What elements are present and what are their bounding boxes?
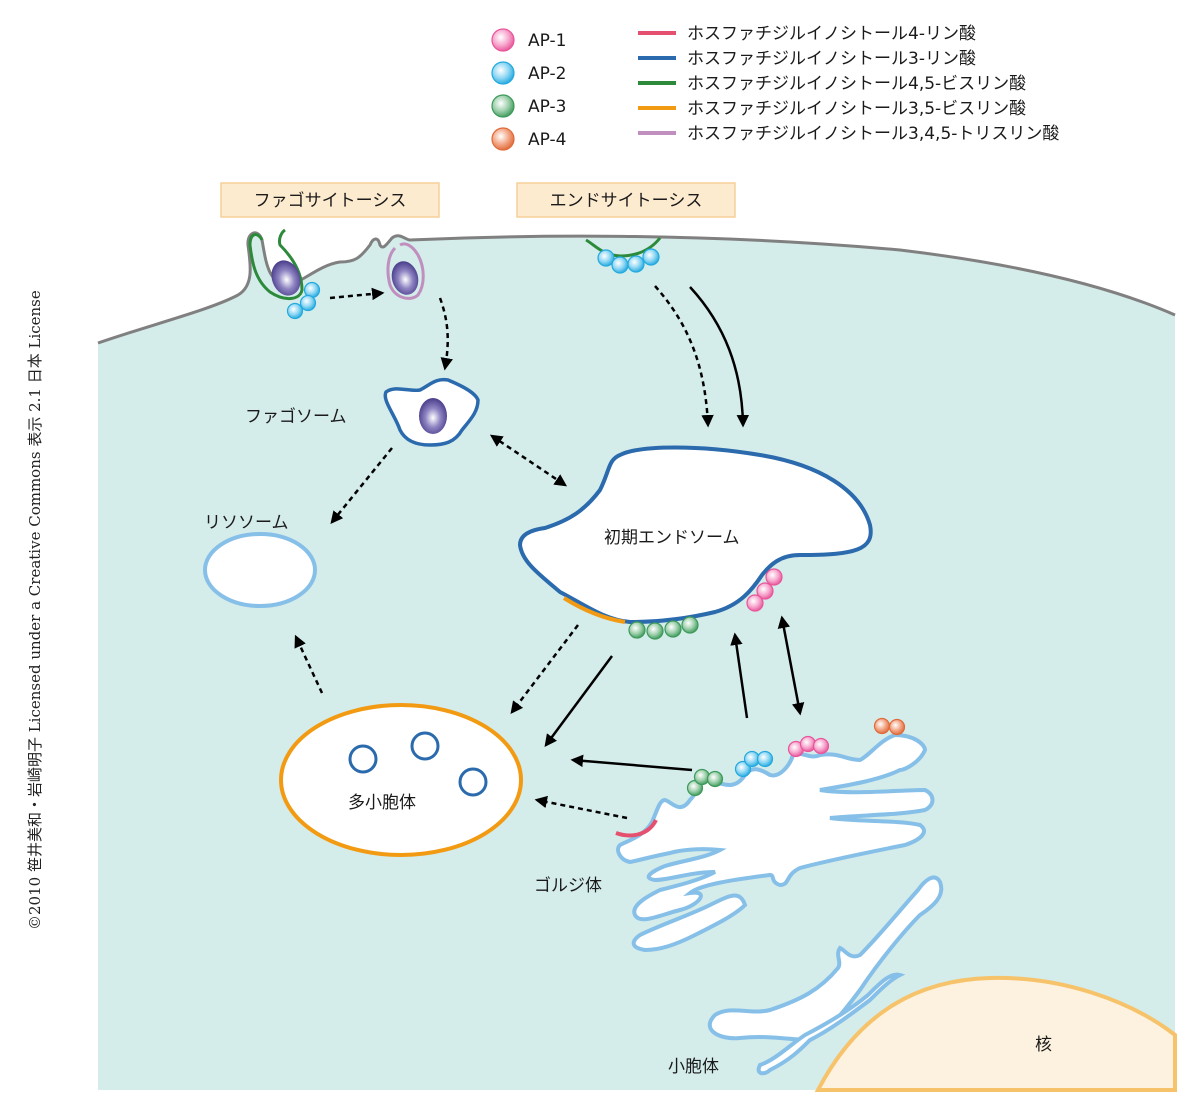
arrow-golgi-mvb-dashed (534, 795, 628, 820)
arrow-golgi-endosome (730, 632, 749, 719)
arrow-golgi-mvb-solid (570, 754, 693, 772)
legend-ap1-swatch (491, 28, 515, 52)
nascent-phagosome-cargo (391, 261, 419, 295)
cytoplasm (98, 232, 1175, 1090)
lysosome-label: リソソーム (204, 513, 289, 533)
phagosome-cargo (419, 398, 447, 434)
arrow-nascent-to-phagosome (438, 297, 453, 371)
multivesicular-body-label: 多小胞体 (348, 793, 416, 813)
legend-pi345p3-label: ホスファチジルイノシトール3,4,5-トリスリン酸 (687, 124, 1059, 144)
endocytosis-label: エンドサイトーシス (550, 191, 703, 211)
legend-ap3-label: AP-3 (528, 97, 566, 117)
legend: AP-1AP-2AP-3AP-4 ホスファチジルイノシトール4-リン酸ホスファチ… (491, 24, 1059, 151)
clathrin-pit-pi45p2 (585, 237, 662, 258)
arrow-mvb-lysosome (294, 634, 324, 694)
legend-ap4-swatch (491, 127, 515, 151)
endoplasmic-reticulum (707, 875, 944, 1076)
arrow-endosome-mvb-dashed (510, 624, 579, 714)
legend-ap2-swatch (491, 61, 515, 85)
golgi-ap3-cluster (686, 768, 724, 797)
nucleus (814, 975, 1177, 1092)
early-endosome (517, 445, 873, 625)
intraluminal-vesicles (348, 731, 488, 797)
golgi-label: ゴルジ体 (534, 875, 602, 896)
golgi-apparatus (616, 732, 935, 953)
arrow-endocytosis-solid (689, 286, 750, 428)
legend-pi35p2-label: ホスファチジルイノシトール3,5-ビスリン酸 (687, 99, 1026, 119)
legend-pi4p-label: ホスファチジルイノシトール4-リン酸 (687, 24, 976, 44)
phagocytosis-label-box: ファゴサイトーシス (220, 182, 440, 218)
golgi-ap1-cluster (787, 735, 830, 758)
phagocytosis-ap2-cluster (286, 281, 321, 320)
legend-ap2-label: AP-2 (528, 64, 566, 84)
legend-lipids: ホスファチジルイノシトール4-リン酸ホスファチジルイノシトール3-リン酸ホスファ… (638, 24, 1059, 144)
nascent-phagosome-pi345p3 (386, 242, 425, 300)
legend-adaptors: AP-1AP-2AP-3AP-4 (491, 28, 566, 151)
arrow-phagosome-lysosome (330, 447, 393, 524)
legend-ap4-label: AP-4 (528, 130, 566, 150)
legend-pi45p2-label: ホスファチジルイノシトール4,5-ビスリン酸 (687, 74, 1026, 94)
arrow-endocytosis-dashed (654, 285, 714, 428)
legend-ap1-label: AP-1 (528, 31, 566, 51)
er-label: 小胞体 (668, 1057, 719, 1077)
golgi-ap2-cluster (734, 750, 774, 778)
early-endosome-pi35p2-segment (562, 596, 626, 624)
phagosome-label: ファゴソーム (245, 406, 347, 427)
lysosome (203, 532, 317, 608)
copyright-credit: ©2010 笹井美和・岩崎明子 Licensed under a Creativ… (26, 290, 44, 930)
phagocytic-cup-pi45p2 (248, 228, 304, 300)
multivesicular-body (279, 703, 523, 857)
golgi-ap4-cluster (873, 717, 906, 736)
plasma-membrane (97, 231, 1176, 345)
endosome-ap1-cluster (746, 568, 783, 612)
golgi-pi4p-segment (615, 818, 658, 838)
phagocytosis-label: ファゴサイトーシス (254, 190, 407, 211)
phagocytic-cargo (271, 260, 301, 296)
arrow-endosome-golgi (777, 615, 805, 716)
endosome-ap3-cluster (628, 616, 699, 640)
early-endosome-label: 初期エンドソーム (604, 528, 740, 548)
arrow-phagosome-endosome (489, 434, 568, 487)
nucleus-label: 核 (1035, 1035, 1052, 1055)
legend-pi3p-label: ホスファチジルイノシトール3-リン酸 (687, 49, 976, 69)
endocytosis-ap2-cluster (597, 248, 660, 274)
transport-arrows (294, 285, 805, 820)
arrow-endosome-mvb-solid (544, 655, 614, 748)
endocytosis-label-box: エンドサイトーシス (516, 182, 736, 218)
legend-ap3-swatch (491, 94, 515, 118)
